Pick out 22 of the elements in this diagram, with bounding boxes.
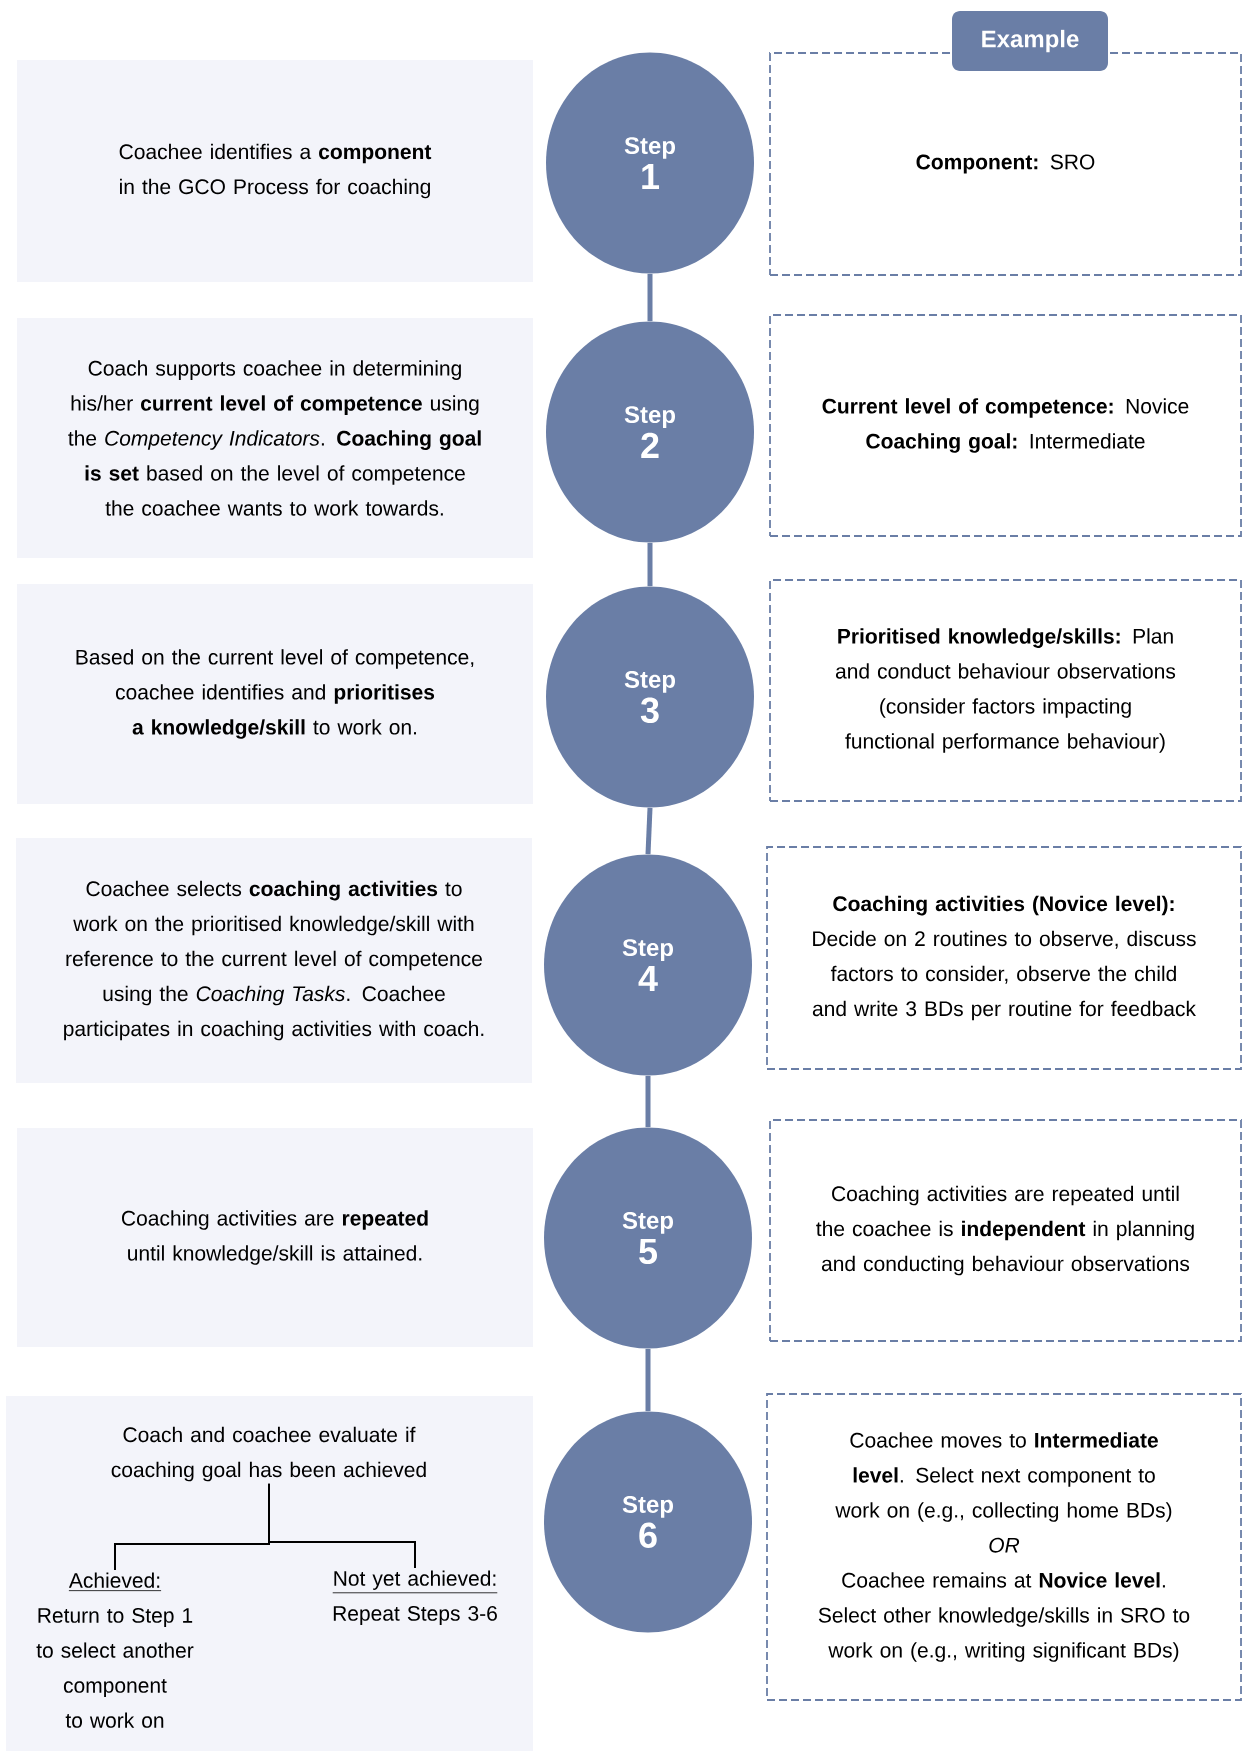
connector-line [645, 1075, 651, 1128]
example-box: Component: SRO [769, 52, 1242, 276]
connector-line [645, 1348, 651, 1412]
example-box: Coachee moves to Intermediate level. Select next component to work on (e.g., collecting home BDs) OR Coachee remains at Novice level. Select other knowledge/skills in SRO to work on (e.g., writing significant BDs) [766, 1393, 1242, 1701]
evaluation-text: Coach and coachee evaluate if coaching goal has been achieved [111, 1426, 426, 1482]
outcome-text: Not yet achieved: Repeat Steps 3-6 [332, 1570, 498, 1625]
connector-line [647, 542, 653, 587]
example-box: Prioritised knowledge/skills: Plan and conduct behaviour observations (consider factors impacting functional performance behaviour) [769, 579, 1242, 802]
step-description-box: Coachee identifies a component in the GCO Process for coaching [17, 60, 533, 282]
connector-line [645, 807, 653, 855]
example-box: Coaching activities are repeated until the coachee is independent in planning and conducting behaviour observations [769, 1119, 1242, 1342]
example-box: Current level of competence: Novice Coaching goal: Intermediate [769, 314, 1242, 537]
step-description-box: Based on the current level of competence, coachee identifies and prioritises a knowledge/skill to work on. [17, 584, 533, 804]
step-description-box: Coaching activities are repeated until knowledge/skill is attained. [17, 1128, 533, 1347]
step-description-box: Coachee selects coaching activities to work on the prioritised knowledge/skill with reference to the current level of competence using the Coaching Tasks. Coachee participates in coaching activities with coach. [16, 838, 532, 1083]
connector-line [647, 273, 653, 322]
example-box: Coaching activities (Novice level): Decide on 2 routines to observe, discuss factors to consider, observe the child and write 3 BDs per routine for feedback [766, 846, 1242, 1070]
example-tab: Example [952, 11, 1108, 71]
step-description-box: Coach supports coachee in determining his/her current level of competence using the Competency Indicators. Coaching goal is set based on the level of competence the coachee wants to work towards. [17, 318, 533, 558]
step-description-box [6, 1396, 533, 1751]
bracket-line [268, 1482, 416, 1569]
outcome-text: Achieved: Return to Step 1 to select another component to work on [36, 1572, 194, 1728]
